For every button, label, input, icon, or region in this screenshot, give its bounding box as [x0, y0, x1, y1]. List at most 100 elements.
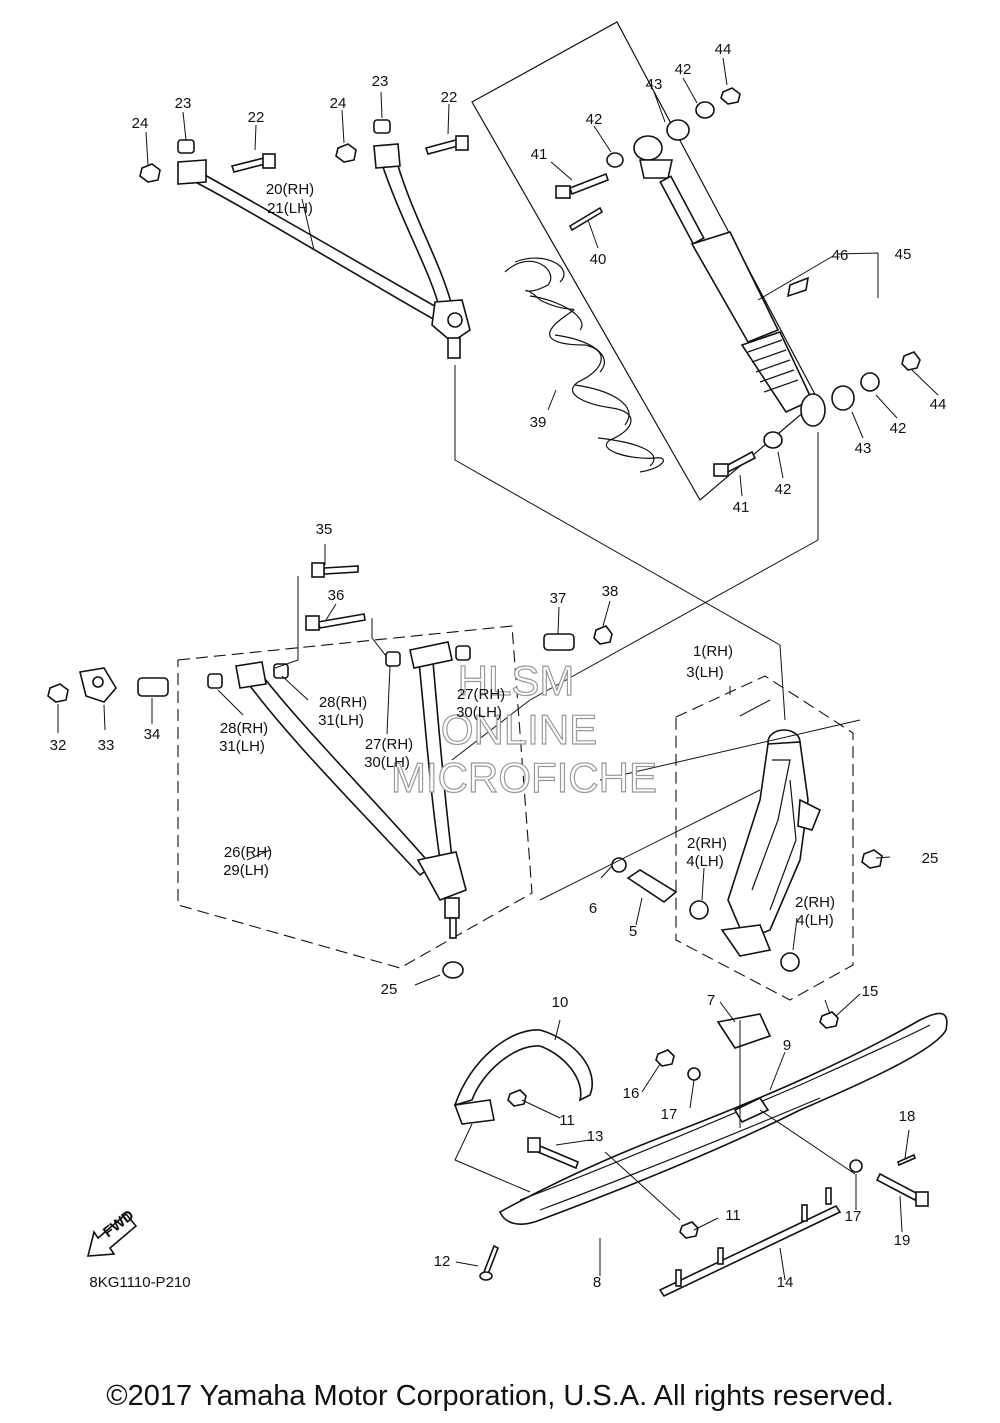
callout-40: 40: [590, 251, 607, 268]
callout-5: 5: [629, 923, 637, 940]
callout-31lh-left: 31(LH): [219, 738, 265, 755]
washer-42-bottom: [763, 431, 783, 449]
bolt-41-bottom: [713, 450, 757, 477]
callout-38: 38: [602, 583, 619, 600]
diagram-code: 8KG1110-P210: [89, 1274, 190, 1291]
callout-7: 7: [707, 992, 715, 1009]
callout-35: 35: [316, 521, 333, 538]
callout-20rh: 20(RH): [266, 181, 314, 198]
callout-34: 34: [144, 726, 161, 743]
lower-arm-group-outline: [177, 625, 533, 969]
callout-24-right: 24: [330, 95, 347, 112]
callout-44-right: 44: [930, 396, 947, 413]
washer-17-top: [687, 1067, 701, 1081]
screw-12: [479, 1244, 500, 1281]
callout-31lh-right: 31(LH): [318, 712, 364, 729]
lower-a-arm: [235, 641, 467, 939]
watermark-line-2: ONLINE: [441, 706, 597, 753]
callout-41-bottom: 41: [733, 499, 750, 516]
callout-19: 19: [894, 1232, 911, 1249]
bushing-23-right: [373, 119, 391, 134]
callout-11-ski: 11: [725, 1207, 741, 1224]
fwd-arrow: FWD: [86, 1207, 138, 1257]
callout-45: 45: [895, 246, 912, 263]
bolt-22-right: [424, 135, 469, 155]
washer-17-bottom: [849, 1159, 863, 1173]
pin-18: [897, 1153, 916, 1167]
leader-lines: [57, 57, 939, 1281]
shock-absorber: [633, 135, 826, 427]
nut-44-top: [720, 87, 741, 105]
watermark-line-1: HLSM: [458, 657, 575, 704]
bolt-19: [875, 1172, 929, 1207]
nut-15: [819, 1011, 839, 1029]
nut-11-ski: [679, 1221, 699, 1239]
callout-17-top: 17: [661, 1106, 678, 1123]
callout-2rh-right: 2(RH): [795, 894, 835, 911]
callout-28rh-right: 28(RH): [319, 694, 367, 711]
callout-28rh-left: 28(RH): [220, 720, 268, 737]
nut-24-right: [335, 143, 357, 163]
callout-23-right: 23: [372, 73, 389, 90]
bushing-28-left: [207, 673, 223, 689]
bushing-2-right: [780, 952, 800, 972]
spindle: [720, 729, 822, 957]
copyright-notice: ©2017 Yamaha Motor Corporation, U.S.A. A…: [106, 1380, 894, 1412]
callout-24-left: 24: [132, 115, 149, 132]
bushing-43-bottom: [831, 385, 855, 411]
callout-labels: 1(RH) 3(LH) 2(RH) 4(LH) 2(RH) 4(LH) 5 6 …: [50, 41, 947, 1291]
callout-14: 14: [777, 1274, 794, 1291]
pin-40: [568, 206, 604, 232]
shock-assembly-outline: [471, 21, 819, 501]
nut-16: [655, 1049, 675, 1067]
bolt-35: [311, 562, 359, 578]
callout-33: 33: [98, 737, 115, 754]
callout-4lh-right: 4(LH): [796, 912, 834, 929]
callout-41-top: 41: [531, 146, 548, 163]
callout-29lh: 29(LH): [223, 862, 269, 879]
callout-25-arm: 25: [381, 981, 398, 998]
callout-36: 36: [328, 587, 345, 604]
callout-27rh-lower: 27(RH): [365, 736, 413, 753]
callout-11-handle: 11: [559, 1112, 575, 1129]
callout-15: 15: [862, 983, 879, 1000]
callout-1rh: 1(RH): [693, 643, 733, 660]
washer-6: [611, 857, 627, 873]
callout-21lh: 21(LH): [267, 200, 313, 217]
coil-spring: [504, 257, 665, 473]
callout-6: 6: [589, 900, 597, 917]
bushing-27-right: [455, 645, 471, 661]
watermark: HLSM ONLINE MICROFICHE: [390, 656, 657, 801]
nut-32: [47, 683, 69, 703]
bushing-37: [543, 633, 575, 651]
spacer-34: [137, 677, 169, 697]
callout-18: 18: [899, 1108, 916, 1125]
bolt-41-top: [555, 172, 609, 199]
callout-9: 9: [783, 1037, 791, 1054]
callout-42-right: 42: [890, 420, 907, 437]
callout-27rh-upper: 27(RH): [457, 686, 505, 703]
callout-16: 16: [623, 1085, 640, 1102]
callout-23-left: 23: [175, 95, 192, 112]
callout-43-top: 43: [646, 76, 663, 93]
callout-12: 12: [434, 1253, 451, 1270]
bolt-22-left: [230, 153, 276, 173]
watermark-line-3: MICROFICHE: [391, 754, 657, 801]
callout-42-bottom: 42: [775, 481, 792, 498]
nut-44-right: [901, 351, 921, 371]
nut-38: [593, 625, 613, 645]
washer-42-right: [860, 372, 880, 392]
callout-30lh-lower: 30(LH): [364, 754, 410, 771]
runner-14: [658, 1187, 842, 1298]
bracket-33: [79, 667, 117, 703]
callout-25-spindle: 25: [922, 850, 939, 867]
bushing-27-left: [385, 651, 401, 667]
bushing-2-left: [689, 900, 709, 920]
bushing-23-left: [177, 139, 195, 154]
collar-5: [626, 869, 678, 903]
callout-8: 8: [593, 1274, 601, 1291]
callout-13: 13: [587, 1128, 604, 1145]
callout-46: 46: [832, 247, 849, 264]
nut-25-spindle: [861, 849, 883, 869]
